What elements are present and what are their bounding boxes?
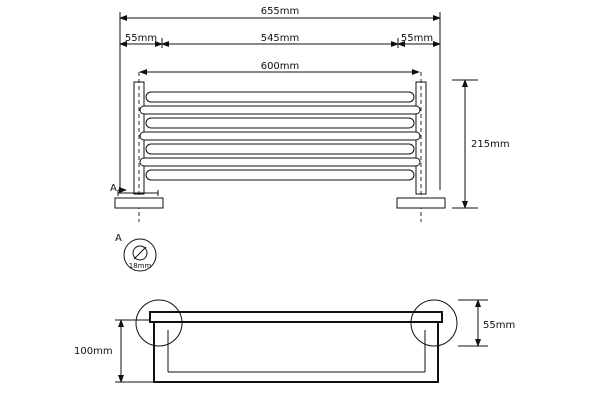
dimension-segments: 55mm 545mm 55mm: [119, 33, 441, 47]
dimension-overall-width: 655mm: [119, 6, 441, 21]
front-elevation: 655mm 55mm 545mm 55mm 600mm: [110, 6, 510, 222]
section-arrow-marker: A: [110, 183, 117, 194]
section-diameter-label: 18mm: [129, 262, 152, 270]
height-label: 215mm: [471, 139, 510, 150]
dimension-plan-flange: 55mm: [458, 299, 515, 347]
dimension-plan-depth: 100mm: [74, 319, 154, 383]
center-span-label: 545mm: [261, 33, 300, 44]
plan-view: 100mm 55mm: [74, 299, 515, 383]
section-arrow: A: [110, 183, 159, 196]
overall-width-label: 655mm: [261, 6, 300, 17]
dimension-height: 215mm: [452, 79, 510, 209]
rail-width-label: 600mm: [261, 61, 300, 72]
left-wall-plate: [114, 197, 164, 209]
left-offset-label: 55mm: [125, 33, 157, 44]
plan-depth-label: 100mm: [74, 346, 113, 357]
rails: [139, 91, 421, 181]
plan-flange-label: 55mm: [483, 320, 515, 331]
right-wall-plate: [396, 197, 446, 209]
section-marker: A: [115, 233, 122, 244]
section-detail: A 18mm: [115, 233, 157, 272]
right-offset-label: 55mm: [401, 33, 433, 44]
dimension-rail-width: 600mm: [139, 61, 420, 75]
